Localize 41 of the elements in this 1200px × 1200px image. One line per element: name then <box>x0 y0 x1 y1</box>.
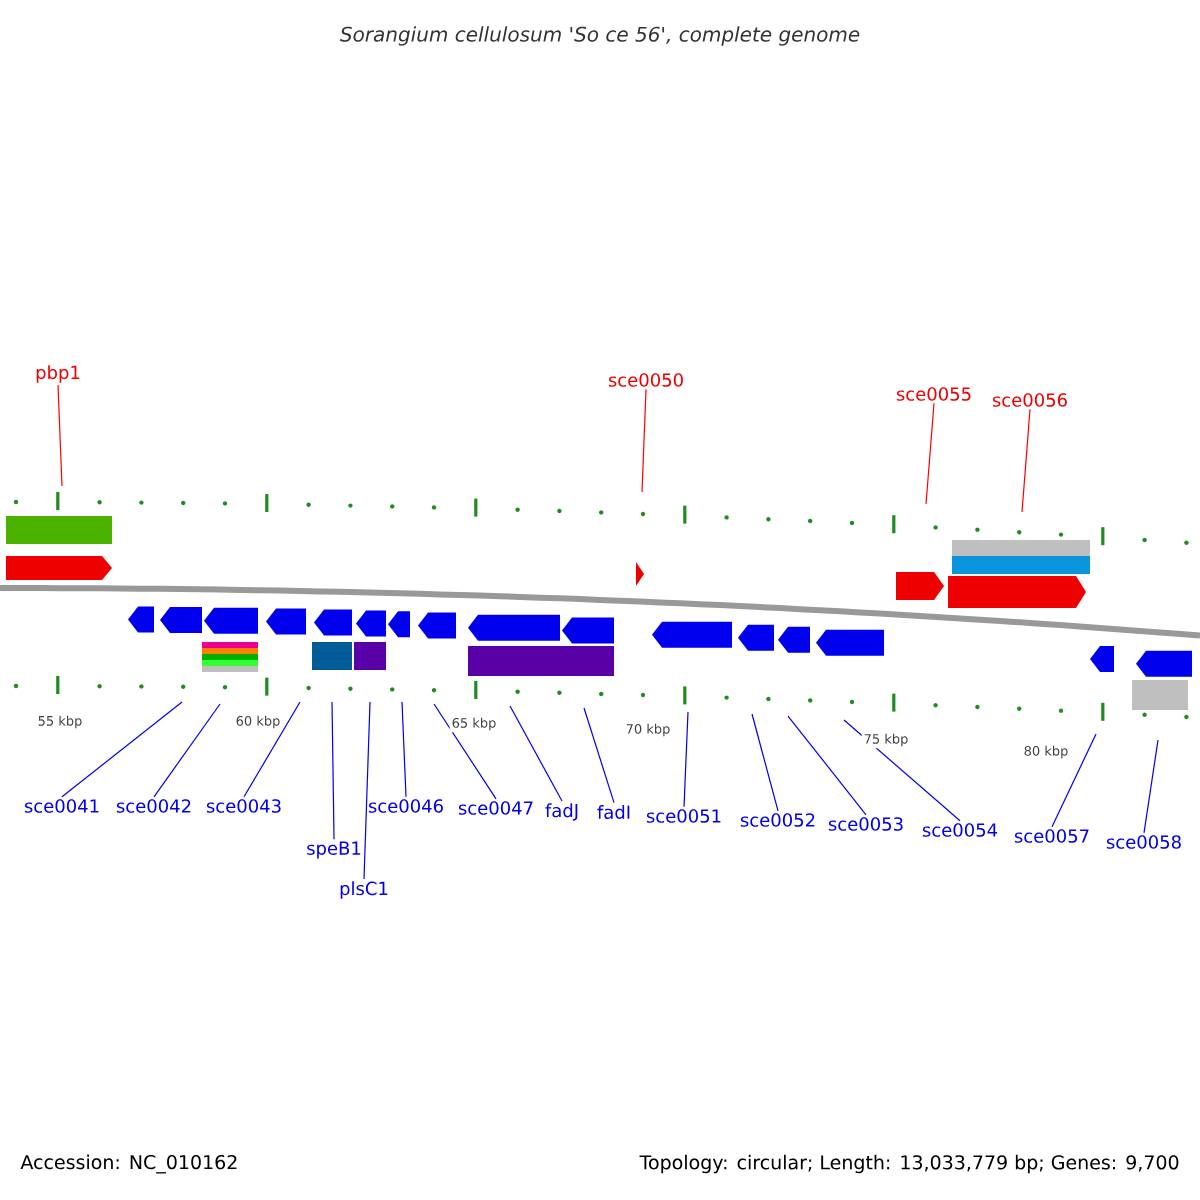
gene-label: fadJ <box>545 803 578 821</box>
gene-label: sce0046 <box>368 799 443 813</box>
footer-text: Topology: circular; Length: 13,033,779 bp; Genes: 9,700 <box>639 1154 1179 1174</box>
gene-label: sce0057 <box>1014 829 1089 843</box>
gene-label: plsC1 <box>340 881 388 899</box>
leader-line <box>401 701 407 798</box>
leader-line <box>925 402 935 505</box>
gene-label: sce0056 <box>992 393 1067 407</box>
gene-label: sce0047 <box>458 801 533 815</box>
gene-label: sce0043 <box>206 799 281 813</box>
leader-line <box>583 707 615 804</box>
title: Sorangium cellulosum 'So ce 56', complete genome <box>340 26 860 46</box>
gene-label: sce0051 <box>646 809 721 823</box>
gene-label: sce0055 <box>896 387 971 401</box>
leader-line <box>1021 408 1031 513</box>
footer-text: Accession: NC_010162 <box>20 1154 237 1174</box>
leader-line <box>363 701 371 880</box>
leader-line <box>1143 739 1159 834</box>
gene-label: sce0054 <box>922 823 998 837</box>
leader-line <box>843 719 961 822</box>
leader-line <box>243 701 301 798</box>
gene-label: fadI <box>597 805 630 819</box>
gene-label: pbp1 <box>36 365 80 383</box>
leader-line <box>751 713 779 812</box>
leader-line <box>61 701 183 798</box>
gene-label: sce0058 <box>1106 835 1181 849</box>
gene-label: sce0052 <box>740 813 815 827</box>
leader-line <box>683 711 689 808</box>
leader-line <box>331 701 335 840</box>
gene-label: sce0042 <box>116 799 191 813</box>
leader-line <box>641 388 647 493</box>
leader-line <box>153 703 221 798</box>
gene-label: sce0041 <box>24 799 99 813</box>
leader-line <box>1051 733 1097 828</box>
gene-label: sce0050 <box>608 373 683 387</box>
leader-line <box>509 705 563 802</box>
leader-line <box>787 715 867 816</box>
gene-label: speB1 <box>307 841 361 859</box>
leader-line <box>57 384 63 487</box>
leader-line <box>433 703 497 800</box>
gene-label: sce0053 <box>828 817 903 831</box>
